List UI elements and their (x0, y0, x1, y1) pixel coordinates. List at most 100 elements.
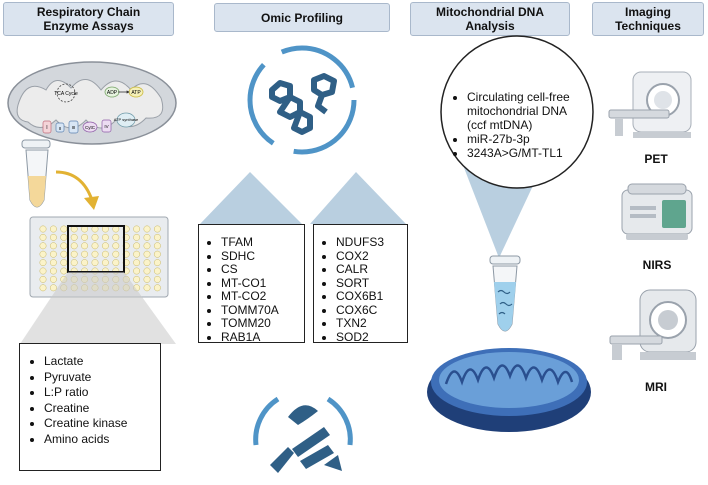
well (39, 233, 47, 241)
well (60, 233, 68, 241)
well (153, 259, 161, 267)
well (112, 250, 120, 258)
well (153, 225, 161, 233)
well (81, 242, 89, 250)
well (49, 250, 57, 258)
complex-iv-label: IV (104, 124, 108, 129)
atp-synthase-label: ATP synthase (114, 117, 139, 122)
well (39, 250, 47, 258)
omic-list-right: NDUFS3COX2CALRSORTCOX6B1COX6CTXN2SOD2 (318, 235, 403, 345)
mtdna-tube-icon (489, 255, 521, 332)
list-item: 3243A>G/MT-TL1 (467, 146, 588, 160)
yellow-arrow-icon (55, 170, 99, 210)
pet-label: PET (644, 152, 668, 166)
atp-label: ATP (131, 90, 141, 96)
well (153, 233, 161, 241)
well (60, 259, 68, 267)
list-item: TOMM70A (221, 303, 300, 318)
well (49, 233, 57, 241)
list-item: COX6C (336, 303, 403, 318)
well (133, 233, 141, 241)
nirs-label: NIRS (642, 258, 672, 272)
well (143, 250, 151, 258)
list-item: Creatine kinase (44, 416, 154, 432)
omic-triangles (200, 172, 406, 224)
omic-list-left: TFAMSDHCCSMT-CO1MT-CO2TOMM70ATOMM20RAB1A (203, 235, 300, 344)
protein-structure-icon (253, 396, 353, 473)
mri-label: MRI (645, 380, 667, 394)
complex-ii-label: II (59, 126, 62, 131)
complex-i-label: I (46, 125, 47, 131)
adp-label: ADP (107, 90, 118, 96)
header-enzyme-assays: Respiratory Chain Enzyme Assays (3, 2, 174, 36)
well (112, 259, 120, 267)
header-imaging-line2: Techniques (615, 19, 681, 33)
well (70, 233, 78, 241)
header-enzyme-line1: Respiratory Chain (36, 5, 141, 19)
well (49, 267, 57, 275)
enzyme-list: LactatePyruvateL:P ratioCreatineCreatine… (26, 354, 154, 447)
well (49, 259, 57, 267)
list-item: COX6B1 (336, 289, 403, 304)
well (39, 259, 47, 267)
list-item: Amino acids (44, 432, 154, 448)
well (81, 233, 89, 241)
enzyme-list-box: LactatePyruvateL:P ratioCreatineCreatine… (19, 343, 161, 471)
well (153, 284, 161, 292)
header-imaging: Imaging Techniques (592, 2, 704, 36)
list-item: TOMM20 (221, 316, 300, 331)
list-item: Lactate (44, 354, 154, 370)
well (81, 259, 89, 267)
mitochondrion-illustration: TCA Cycle ADP ATP I II III CytC IV ATP s… (7, 61, 177, 145)
list-item: L:P ratio (44, 385, 154, 401)
nirs-device-icon (621, 183, 693, 240)
well (153, 267, 161, 275)
well (101, 233, 109, 241)
mitochondrion-3d-icon (427, 348, 591, 432)
header-mtdna-line1: Mitochondrial DNA (436, 5, 544, 19)
list-item: MT-CO1 (221, 276, 300, 291)
list-item: SOD2 (336, 330, 403, 345)
header-omic-label: Omic Profiling (260, 10, 343, 25)
well (60, 225, 68, 233)
well (49, 225, 57, 233)
well (143, 233, 151, 241)
list-item: miR-27b-3p (467, 132, 588, 146)
well (143, 267, 151, 275)
well (101, 250, 109, 258)
header-mtdna-analysis: Mitochondrial DNA Analysis (410, 2, 570, 36)
well (101, 242, 109, 250)
well (49, 284, 57, 292)
complex-iii-label: III (72, 125, 76, 130)
well (143, 259, 151, 267)
well (60, 250, 68, 258)
list-item: Creatine (44, 401, 154, 417)
sample-tube-icon (21, 139, 51, 208)
well (133, 259, 141, 267)
tca-cycle-label: TCA Cycle (54, 91, 78, 97)
mri-scanner-icon (609, 289, 697, 360)
mtdna-list-area: Circulating cell-free mitochondrial DNA … (452, 90, 588, 160)
well (91, 250, 99, 258)
well (133, 267, 141, 275)
list-item: CS (221, 262, 300, 277)
well (39, 242, 47, 250)
well (91, 259, 99, 267)
well (81, 250, 89, 258)
mtdna-bubble (440, 35, 594, 258)
well (70, 242, 78, 250)
list-item: TFAM (221, 235, 300, 250)
well (153, 242, 161, 250)
well (91, 233, 99, 241)
well (60, 242, 68, 250)
list-item: Circulating cell-free mitochondrial DNA … (467, 90, 588, 132)
well (153, 275, 161, 283)
well (133, 242, 141, 250)
well (39, 284, 47, 292)
list-item: SDHC (221, 249, 300, 264)
pet-scanner-icon (608, 71, 692, 138)
well (49, 275, 57, 283)
list-item: CALR (336, 262, 403, 277)
list-item: TXN2 (336, 316, 403, 331)
well (143, 284, 151, 292)
